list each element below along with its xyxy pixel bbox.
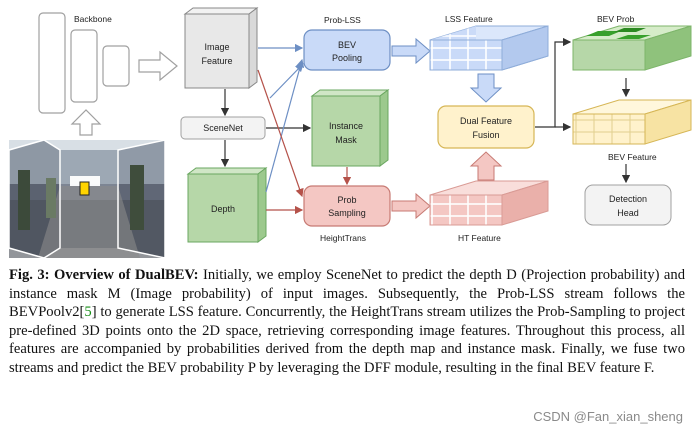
hollow-arrow-up — [70, 109, 102, 136]
ht-feature-label: HT Feature — [458, 233, 501, 243]
lss-feature-label: LSS Feature — [445, 14, 493, 24]
detection-head-label-1: Detection — [609, 194, 647, 204]
input-camera-images — [8, 139, 166, 259]
dual-feature-fusion-label-2: Fusion — [472, 130, 499, 140]
arrow-depth-pooling — [265, 58, 305, 193]
lss-feature-grid — [429, 25, 549, 71]
scenenet-label: SceneNet — [203, 123, 243, 133]
instance-mask-label-2: Mask — [335, 135, 357, 145]
dual-feature-fusion-label-1: Dual Feature — [460, 116, 512, 126]
image-feature-label-1: Image — [204, 42, 229, 52]
prob-sampling-label-1: Prob — [337, 195, 356, 205]
hollow-arrow-sampling-ht — [391, 192, 431, 220]
ego-car-icon — [79, 181, 90, 196]
detection-head-box — [584, 184, 672, 226]
bev-feature-label: BEV Feature — [608, 152, 657, 162]
csdn-watermark: CSDN @Fan_xian_sheng — [533, 409, 683, 424]
depth-label: Depth — [211, 204, 235, 214]
bev-prob-grid — [572, 25, 692, 71]
backbone-layer-1 — [38, 12, 66, 114]
prob-sampling-box — [303, 185, 391, 227]
instance-mask-block: Instance Mask — [310, 89, 390, 167]
backbone-layer-3 — [102, 45, 130, 87]
caption-fig-label: Fig. 3: Overview of DualBEV: — [9, 267, 199, 283]
hollow-arrow-lss-fusion — [469, 73, 503, 103]
hollow-arrow-backbone — [138, 50, 178, 82]
dualbev-overview-diagram: Backbone Image Feature SceneNet Depth — [8, 7, 692, 259]
heighttrans-label: HeightTrans — [320, 233, 366, 243]
bev-prob-label: BEV Prob — [597, 14, 635, 24]
bev-pooling-box — [303, 29, 391, 71]
backbone-layer-2 — [70, 29, 98, 103]
bev-pooling-label-2: Pooling — [332, 53, 362, 63]
ht-feature-grid — [429, 180, 549, 226]
caption-text-1: Initially, we employ SceneNet to predict… — [9, 267, 685, 321]
hollow-arrow-ht-fusion — [469, 151, 503, 181]
image-feature-block: Image Feature — [183, 7, 259, 89]
caption-text-2: ] to generate LSS feature. Concurrently,… — [9, 304, 685, 376]
image-feature-label-2: Feature — [201, 56, 232, 66]
prob-sampling-label-2: Sampling — [328, 208, 366, 218]
backbone-label: Backbone — [74, 14, 112, 24]
arrow-mask-pooling-blue — [269, 63, 304, 99]
bev-feature-grid — [572, 99, 692, 145]
instance-mask-label-1: Instance — [329, 121, 363, 131]
depth-block: Depth — [186, 167, 268, 243]
scenenet-box — [180, 116, 266, 140]
caption-reference-link[interactable]: 5 — [84, 304, 92, 321]
detection-head-label-2: Head — [617, 208, 639, 218]
arrow-imagefeat-sampling — [257, 69, 304, 198]
dual-feature-fusion-box — [437, 105, 535, 149]
arrow-fusion-outputs — [535, 37, 572, 128]
prob-lss-label: Prob-LSS — [324, 15, 361, 25]
backbone-group: Backbone — [38, 12, 130, 114]
hollow-arrow-pooling-lss — [391, 37, 431, 65]
bev-pooling-label-1: BEV — [338, 40, 356, 50]
figure-caption: Fig. 3: Overview of DualBEV: Initially, … — [9, 266, 685, 378]
